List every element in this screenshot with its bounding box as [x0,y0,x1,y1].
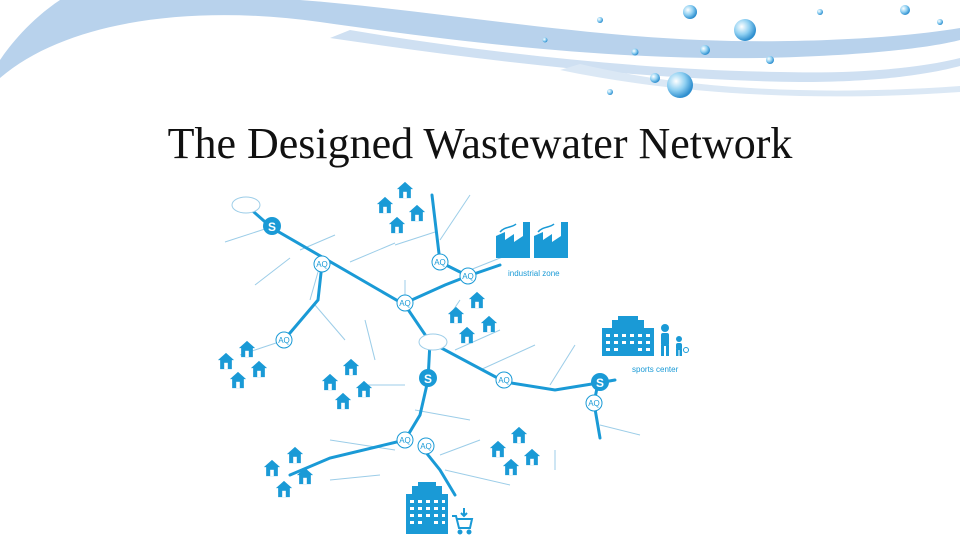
pump-station-node: S [419,369,437,387]
house-cluster-center [447,291,498,344]
house-cluster-bottom-left [263,446,314,498]
house-icon [408,204,426,222]
svg-text:AQ: AQ [399,436,411,445]
svg-text:AQ: AQ [498,376,510,385]
sports-building-icon [602,316,654,356]
house-icon [286,446,304,464]
aq-node: AQ [396,431,414,449]
slide-title: The Designed Wastewater Network [167,119,793,168]
aq-node: AQ [431,253,449,271]
aq-node: AQ [313,255,331,273]
house-icon [263,459,281,477]
decorative-wave-banner [0,0,960,98]
house-icon [447,306,465,324]
svg-text:AQ: AQ [588,399,600,408]
house-icon [238,340,256,358]
shopping-building-icon [406,482,448,534]
house-icon [468,291,486,309]
svg-text:AQ: AQ [434,258,446,267]
house-icon [396,181,414,199]
shopping-cart-icon [452,508,474,535]
svg-text:AQ: AQ [278,336,290,345]
svg-text:AQ: AQ [399,299,411,308]
house-cluster-top [376,181,426,234]
house-icon [275,480,293,498]
aq-node: AQ [459,267,477,285]
aq-node: AQ [396,294,414,312]
house-cluster-bottom-right [489,426,541,476]
svg-text:S: S [424,372,432,386]
house-icon [334,392,352,410]
cloud-icon [418,333,448,351]
pump-station-node: S [591,373,609,391]
house-icon [510,426,528,444]
svg-text:S: S [596,376,604,390]
house-icon [250,360,268,378]
house-icon [489,440,507,458]
person-icon [661,324,689,356]
house-icon [376,196,394,214]
house-icon [321,373,339,391]
house-icon [458,326,476,344]
water-droplets [542,5,943,98]
house-icon [523,448,541,466]
pump-station-node: S [263,217,281,235]
cloud-icon [231,196,261,214]
house-icon [480,315,498,333]
aq-node: AQ [275,331,293,349]
house-cluster-mid [321,358,373,410]
sports-center-label: sports center [632,365,679,374]
house-icon [217,352,235,370]
house-icon [229,371,247,389]
aq-node: AQ [585,394,603,412]
house-icon [388,216,406,234]
house-icon [502,458,520,476]
aq-node: AQ [417,437,435,455]
svg-text:S: S [268,220,276,234]
factory-icon [496,222,568,258]
svg-text:AQ: AQ [420,442,432,451]
svg-text:AQ: AQ [316,260,328,269]
industrial-zone-label: industrial zone [508,269,560,278]
aq-node: AQ [495,371,513,389]
house-icon [342,358,360,376]
svg-text:AQ: AQ [462,272,474,281]
house-icon [355,380,373,398]
